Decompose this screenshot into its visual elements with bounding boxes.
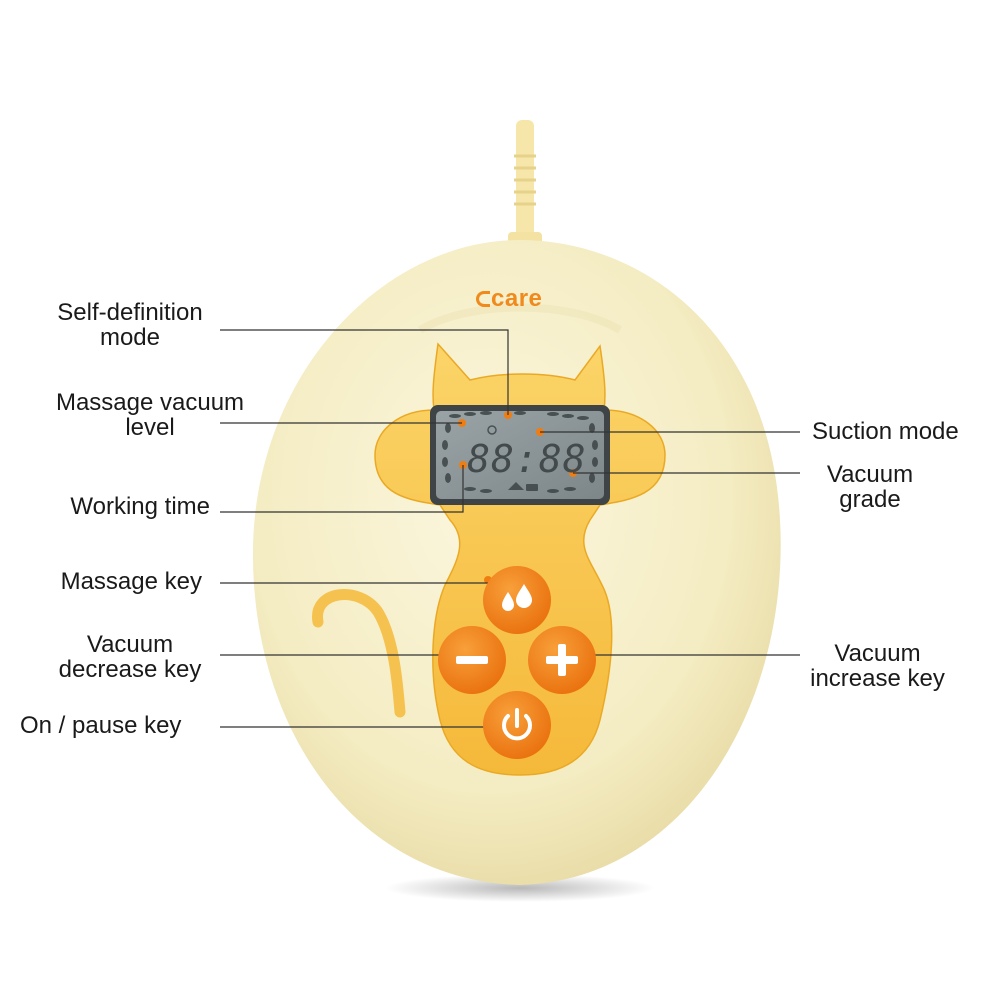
power-icon <box>502 708 532 741</box>
label-massage-vacuum-level: Massage vacuum level <box>55 389 245 441</box>
floor-shadow <box>385 874 655 902</box>
brand-mark-icon <box>476 291 490 307</box>
cat-tail <box>312 589 406 718</box>
leader-lines <box>220 329 800 728</box>
power-button[interactable] <box>483 691 551 759</box>
minus-icon <box>456 656 488 664</box>
label-suction-mode: Suction mode <box>812 418 959 445</box>
air-tube <box>508 120 542 252</box>
lcd-segments <box>442 411 598 493</box>
label-massage-key: Massage key <box>60 568 202 595</box>
body-shoulder <box>417 303 623 334</box>
label-vacuum-decrease-key: Vacuum decrease key <box>58 631 202 683</box>
brand-logo: care <box>476 285 596 315</box>
water-drops-icon <box>502 584 532 611</box>
lcd-glass <box>436 411 604 499</box>
massage-button[interactable] <box>483 566 551 634</box>
label-on-pause-key: On / pause key <box>20 712 182 739</box>
decrease-button[interactable] <box>438 626 506 694</box>
lcd-time-readout: 88:88 <box>467 437 587 481</box>
label-working-time: Working time <box>70 493 210 520</box>
increase-button[interactable] <box>528 626 596 694</box>
leader-working-time <box>220 465 464 513</box>
label-vacuum-increase-key: Vacuum increase key <box>810 640 945 692</box>
plus-icon <box>546 644 578 676</box>
label-self-definition-mode: Self-definition mode <box>57 299 203 351</box>
label-vacuum-grade: Vacuum grade <box>826 461 914 513</box>
brand-name: care <box>491 285 543 312</box>
leader-self-definition <box>220 329 509 415</box>
